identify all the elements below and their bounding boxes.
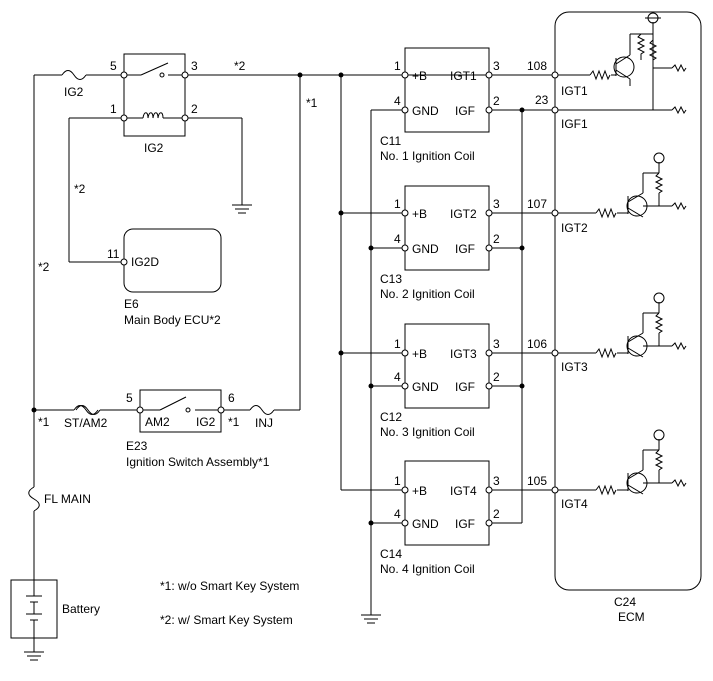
relay-pin-5: 5: [110, 59, 117, 73]
coil-terminal: GND: [412, 380, 439, 394]
ecm-pin-23: 23: [535, 93, 549, 107]
coil-code: C12: [380, 410, 402, 424]
coil-terminal: IGF: [455, 242, 475, 256]
relay-pin-2: 2: [191, 102, 198, 116]
coil-terminal: +B: [412, 207, 427, 221]
relay-caption: IG2: [144, 141, 164, 155]
note-1: *1: w/o Smart Key System: [160, 579, 299, 593]
ig2-fuse-label: IG2: [64, 85, 84, 99]
coil-terminal: +B: [412, 347, 427, 361]
coil-pin: 4: [394, 94, 401, 108]
battery-label: Battery: [62, 602, 100, 616]
coil-pin: 3: [493, 337, 500, 351]
ig-switch-term-in: AM2: [145, 415, 170, 429]
left-branch-mark: *2: [38, 260, 50, 274]
ig-switch-pin-out: 6: [228, 391, 235, 405]
ig-switch-left-mark: *1: [38, 415, 50, 429]
coil-name: No. 1 Ignition Coil: [380, 149, 475, 163]
coil-4: 1 4 3 2 +B GND IGT4 IGF C14 No. 4 Igniti…: [380, 474, 500, 576]
ecm-terminal-igt2: IGT2: [561, 221, 588, 235]
ig-switch-term-out: IG2: [196, 415, 216, 429]
ig-switch-pin-in: 5: [126, 391, 133, 405]
ecu-link-mark: *2: [74, 182, 86, 196]
ecm-pin-108: 108: [527, 59, 547, 73]
coil-terminal: IGT3: [450, 347, 477, 361]
coil-pin: 3: [493, 59, 500, 73]
coil-pin: 1: [394, 337, 401, 351]
coil-pin: 2: [493, 94, 500, 108]
ecm-pin-106: 106: [527, 337, 547, 351]
coil-pin: 1: [394, 59, 401, 73]
coil-pin: 2: [493, 232, 500, 246]
ecm-terminal-igt1: IGT1: [561, 84, 588, 98]
coil-terminal: +B: [412, 484, 427, 498]
note-2: *2: w/ Smart Key System: [160, 613, 293, 627]
ig-switch-right-mark: *1: [228, 415, 240, 429]
coil-terminal: IGF: [455, 517, 475, 531]
ecm-name: ECM: [618, 610, 645, 624]
coil-pin: 4: [394, 232, 401, 246]
ig-switch-code: E23: [126, 439, 148, 453]
coil-terminal: IGT4: [450, 484, 477, 498]
coil-pin: 3: [493, 197, 500, 211]
coil-terminal: GND: [412, 242, 439, 256]
coil-name: No. 3 Ignition Coil: [380, 425, 475, 439]
coil-terminal: IGF: [455, 380, 475, 394]
coil-pin: 1: [394, 197, 401, 211]
coil-pin: 4: [394, 370, 401, 384]
coil-terminal: IGT1: [450, 69, 477, 83]
ecm-pin-105: 105: [527, 474, 547, 488]
coil-code: C14: [380, 547, 402, 561]
fl-main-label: FL MAIN: [44, 492, 91, 506]
coil-terminal: GND: [412, 517, 439, 531]
coil-terminal: GND: [412, 104, 439, 118]
inj-feed-mark: *1: [306, 96, 318, 110]
st-am2-fuse-label: ST/AM2: [64, 416, 108, 430]
coil-3: 1 4 3 2 +B GND IGT3 IGF C12 No. 3 Igniti…: [380, 337, 500, 439]
ecm-code: C24: [614, 595, 636, 609]
coil-terminal: +B: [412, 69, 427, 83]
coil-terminal: IGT2: [450, 207, 477, 221]
coil-code: C13: [380, 272, 402, 286]
coil-pin: 2: [493, 507, 500, 521]
coil-name: No. 4 Ignition Coil: [380, 562, 475, 576]
coil-2: 1 4 3 2 +B GND IGT2 IGF C13 No. 2 Igniti…: [380, 197, 500, 301]
ecu-code: E6: [124, 297, 139, 311]
coil-pin: 3: [493, 474, 500, 488]
coil-name: No. 2 Ignition Coil: [380, 287, 475, 301]
inj-fuse-label: INJ: [255, 416, 273, 430]
relay-out-mark: *2: [234, 59, 246, 73]
ig-switch-name: Ignition Switch Assembly*1: [126, 455, 270, 469]
ecm-terminal-igt3: IGT3: [561, 360, 588, 374]
relay-pin-1: 1: [110, 102, 117, 116]
coil-pin: 1: [394, 474, 401, 488]
coil-pin: 4: [394, 507, 401, 521]
ecm-pin-107: 107: [527, 197, 547, 211]
ecm-terminal-igf1: IGF1: [561, 117, 588, 131]
ecu-terminal: IG2D: [131, 255, 159, 269]
relay-pin-3: 3: [191, 59, 198, 73]
coil-1: 1 4 3 2 +B GND IGT1 IGF C11 No. 1 Igniti…: [380, 59, 500, 163]
ecm-terminal-igt4: IGT4: [561, 497, 588, 511]
ecu-name: Main Body ECU*2: [124, 313, 221, 327]
ecu-pin: 11: [107, 247, 120, 261]
coil-pin: 2: [493, 370, 500, 384]
coil-terminal: IGF: [455, 104, 475, 118]
coil-code: C11: [380, 134, 401, 148]
